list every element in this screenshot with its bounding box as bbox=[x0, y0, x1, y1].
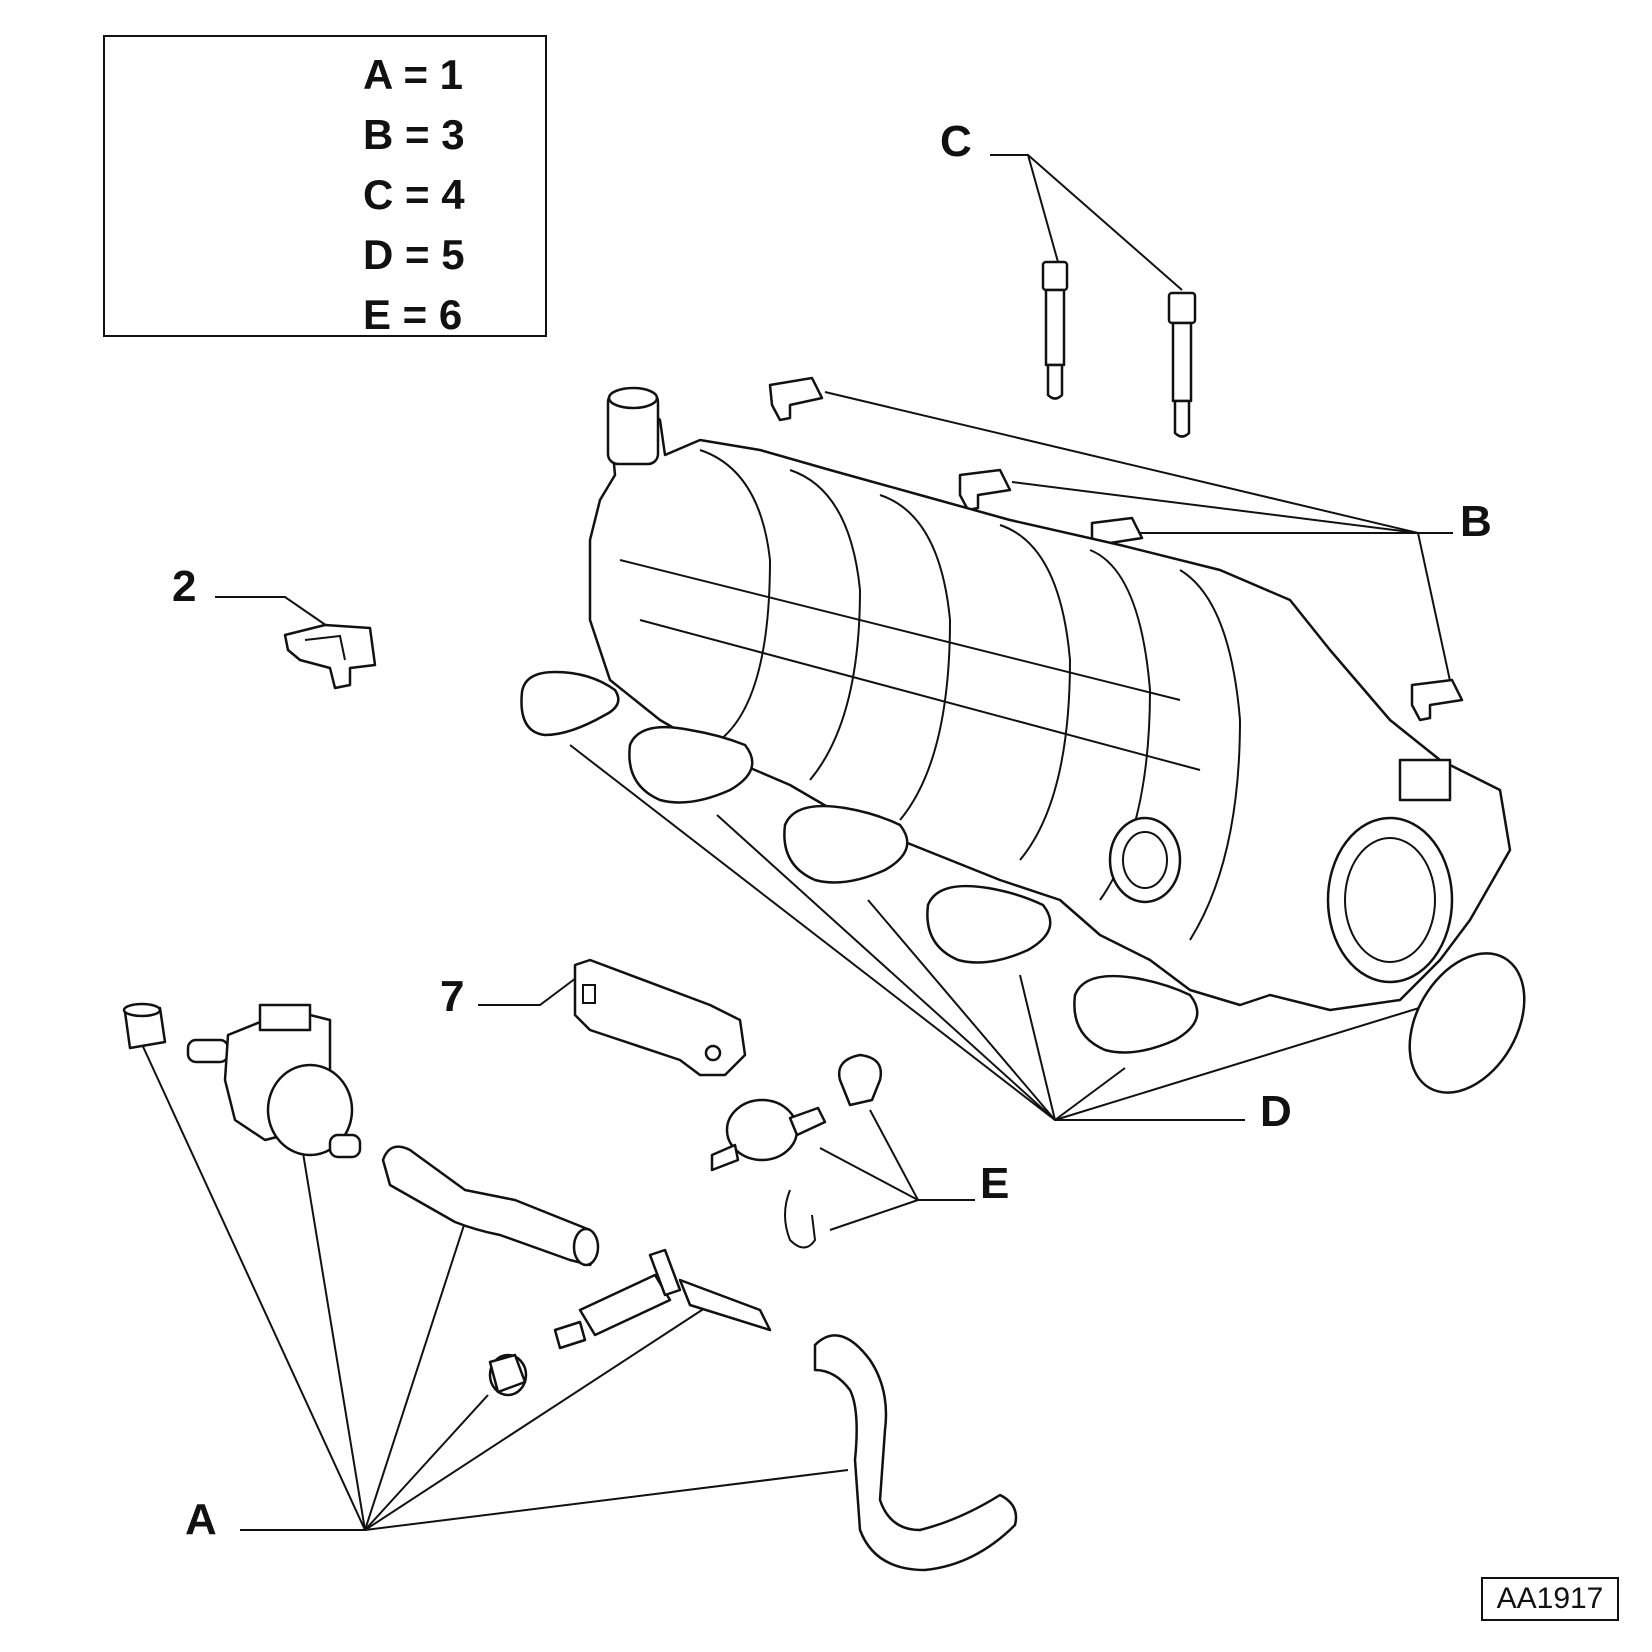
bolt-2 bbox=[1167, 291, 1197, 438]
legend-row-e: E = 6 bbox=[363, 291, 463, 338]
callout-e: E bbox=[980, 1159, 1010, 1208]
callout-d: D bbox=[1260, 1087, 1292, 1136]
callout-b: B bbox=[1460, 497, 1492, 546]
hose-short bbox=[381, 1145, 600, 1267]
sensor-part-7 bbox=[573, 958, 747, 1077]
intake-manifold bbox=[588, 386, 1512, 1012]
t-fitting bbox=[488, 1248, 772, 1397]
gasket-d bbox=[520, 670, 1526, 1094]
purge-valve bbox=[122, 1002, 362, 1159]
callout-7: 7 bbox=[440, 972, 465, 1021]
legend-row-a: A = 1 bbox=[363, 51, 463, 98]
reference-code: AA1917 bbox=[1481, 1577, 1619, 1621]
legend-row-c: C = 4 bbox=[363, 171, 465, 218]
hose-long bbox=[813, 1334, 1018, 1572]
leader-lines bbox=[139, 154, 1453, 1531]
clip-b bbox=[768, 376, 1464, 722]
bolt-1 bbox=[1041, 260, 1069, 400]
clip-part-2 bbox=[283, 623, 377, 690]
callout-a: A bbox=[185, 1495, 217, 1544]
legend-rows: A = 1 B = 3 C = 4 D = 5 E = 6 bbox=[363, 45, 465, 345]
check-valve-e bbox=[710, 1053, 883, 1249]
legend-row-d: D = 5 bbox=[363, 231, 465, 278]
callout-2: 2 bbox=[172, 562, 197, 611]
callout-c: C bbox=[940, 117, 972, 166]
legend-row-b: B = 3 bbox=[363, 111, 465, 158]
quantity-legend: A = 1 B = 3 C = 4 D = 5 E = 6 bbox=[103, 35, 547, 338]
